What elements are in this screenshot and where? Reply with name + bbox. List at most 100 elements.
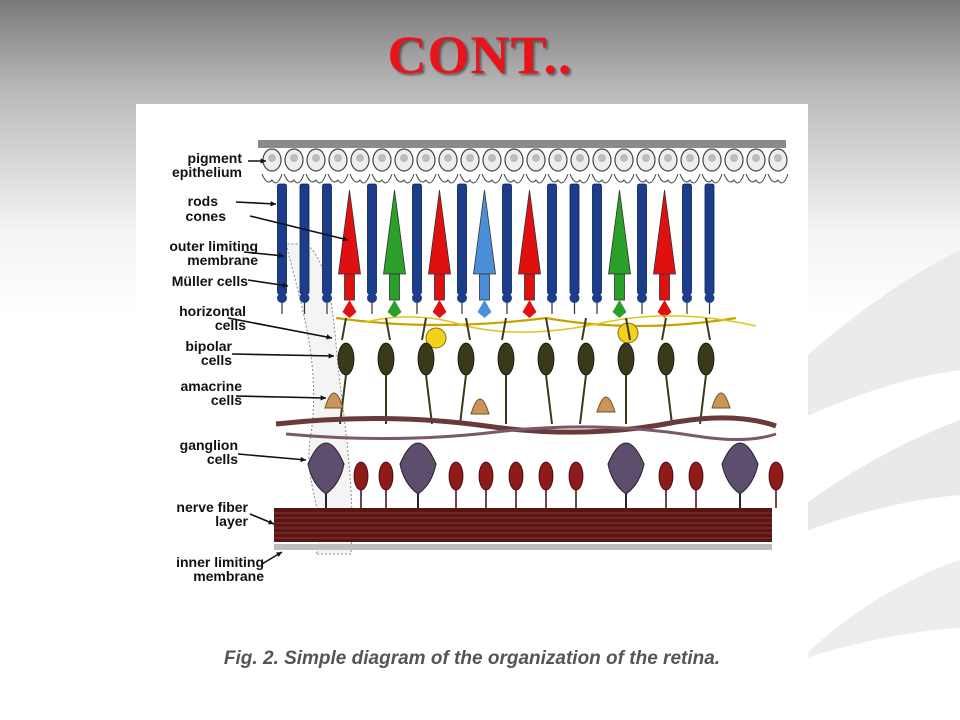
- label-arrowhead: [270, 201, 276, 207]
- bipolar-dendrite: [501, 317, 507, 341]
- label-horizontal-cells: horizontal cells: [179, 303, 246, 333]
- bipolar-dendrite: [385, 317, 391, 341]
- pigment-process: [547, 173, 569, 184]
- label-amacrine-cells: amacrine cells: [180, 378, 242, 408]
- slide-title: CONT..: [387, 25, 573, 85]
- label-inner-limiting-membrane: inner limiting membrane: [176, 554, 264, 584]
- rod-outer-segment: [322, 183, 332, 295]
- label-arrowhead: [282, 282, 288, 288]
- bipolar-cell: [457, 342, 475, 376]
- cone-outer-segment: [338, 189, 361, 275]
- rod-nucleus: [299, 279, 310, 289]
- bipolar-dendrite: [581, 317, 587, 341]
- cone-inner-segment: [434, 273, 445, 301]
- label-leader-line: [235, 201, 277, 205]
- pigment-nucleus: [378, 154, 386, 162]
- pigment-nucleus: [510, 154, 518, 162]
- midget-ganglion-cell: [568, 461, 584, 491]
- amacrine-cell: [711, 392, 731, 409]
- pigment-nucleus: [444, 154, 452, 162]
- bipolar-cell: [657, 342, 675, 376]
- pigment-process: [261, 173, 283, 184]
- amacrine-cell: [470, 398, 490, 415]
- rod-nucleus: [704, 279, 715, 289]
- rod-outer-segment: [547, 183, 557, 295]
- label-arrowhead: [276, 552, 282, 558]
- rod-nucleus: [569, 279, 580, 289]
- midget-ganglion-cell: [658, 461, 674, 491]
- midget-ganglion-cell: [768, 461, 784, 491]
- rod-outer-segment: [704, 183, 715, 295]
- cone-inner-segment: [659, 273, 670, 301]
- label-arrowhead: [326, 334, 332, 340]
- bipolar-axon: [545, 374, 553, 425]
- midget-ganglion-cell: [508, 461, 524, 491]
- bipolar-dendrite: [705, 317, 711, 341]
- pigment-process: [481, 173, 503, 184]
- rod-nucleus: [322, 293, 332, 303]
- pigment-process: [393, 173, 415, 184]
- rod-outer-segment: [457, 183, 467, 295]
- label-pigment-epithelium: pigment epithelium: [171, 150, 242, 180]
- pigment-nucleus: [598, 154, 606, 162]
- pigment-nucleus: [774, 154, 782, 162]
- bipolar-cell: [537, 342, 555, 376]
- inner-plexiform-band: [275, 415, 777, 435]
- figure-caption: Fig. 2. Simple diagram of the organizati…: [223, 648, 721, 669]
- bipolar-dendrite: [625, 317, 631, 341]
- rod-outer-segment: [277, 183, 287, 295]
- rod-nucleus: [412, 279, 422, 289]
- pigment-nucleus: [576, 154, 584, 162]
- label-arrowhead: [342, 236, 348, 242]
- cone-pedicle: [342, 300, 357, 318]
- bipolar-dendrite: [661, 317, 667, 341]
- rod-nucleus: [592, 279, 602, 289]
- pigment-process: [679, 173, 701, 184]
- amacrine-cell: [324, 392, 344, 409]
- rod-nucleus: [457, 293, 467, 303]
- rod-nucleus: [277, 293, 287, 303]
- rod-nucleus: [682, 279, 692, 289]
- rod-outer-segment: [412, 183, 422, 295]
- rod-nucleus: [412, 293, 422, 303]
- cone-pedicle: [657, 300, 672, 318]
- bipolar-cell: [337, 342, 355, 376]
- cone-pedicle: [432, 300, 447, 318]
- rod-outer-segment: [367, 183, 377, 295]
- rod-nucleus: [637, 293, 647, 303]
- bipolar-cell: [577, 342, 595, 376]
- label-arrowhead: [278, 252, 284, 259]
- pigment-nucleus: [620, 154, 628, 162]
- label-leader-line: [237, 453, 307, 461]
- inner-limiting-membrane: [274, 544, 772, 550]
- rod-nucleus: [592, 293, 602, 303]
- rod-outer-segment: [682, 183, 692, 295]
- pigment-process: [613, 173, 635, 184]
- pigment-nucleus: [664, 154, 672, 162]
- pigment-nucleus: [290, 154, 298, 162]
- label-leader-line: [231, 353, 335, 357]
- midget-ganglion-cell: [378, 461, 394, 491]
- pigment-nucleus: [532, 154, 540, 162]
- bipolar-axon: [699, 374, 707, 425]
- bipolar-dendrite: [545, 317, 551, 341]
- rod-nucleus: [299, 293, 310, 303]
- ganglion-cell: [307, 442, 345, 495]
- label-leader-line: [227, 317, 333, 339]
- ganglion-cell: [607, 442, 645, 495]
- label-rods: rods: [187, 193, 218, 209]
- label-arrowhead: [260, 158, 266, 164]
- pigment-nucleus: [752, 154, 760, 162]
- horizontal-process: [365, 315, 757, 333]
- pigment-process: [569, 173, 591, 184]
- cone-inner-segment: [479, 273, 490, 301]
- bipolar-cell: [697, 342, 715, 376]
- cone-outer-segment: [428, 189, 451, 275]
- cone-outer-segment: [473, 189, 496, 275]
- pigment-process: [437, 173, 459, 184]
- cone-inner-segment: [524, 273, 535, 301]
- pigment-process: [503, 173, 525, 184]
- cone-pedicle: [522, 300, 537, 318]
- pigment-nucleus: [642, 154, 650, 162]
- retina-diagram: pigment epithelium rods cones outer limi…: [136, 104, 808, 680]
